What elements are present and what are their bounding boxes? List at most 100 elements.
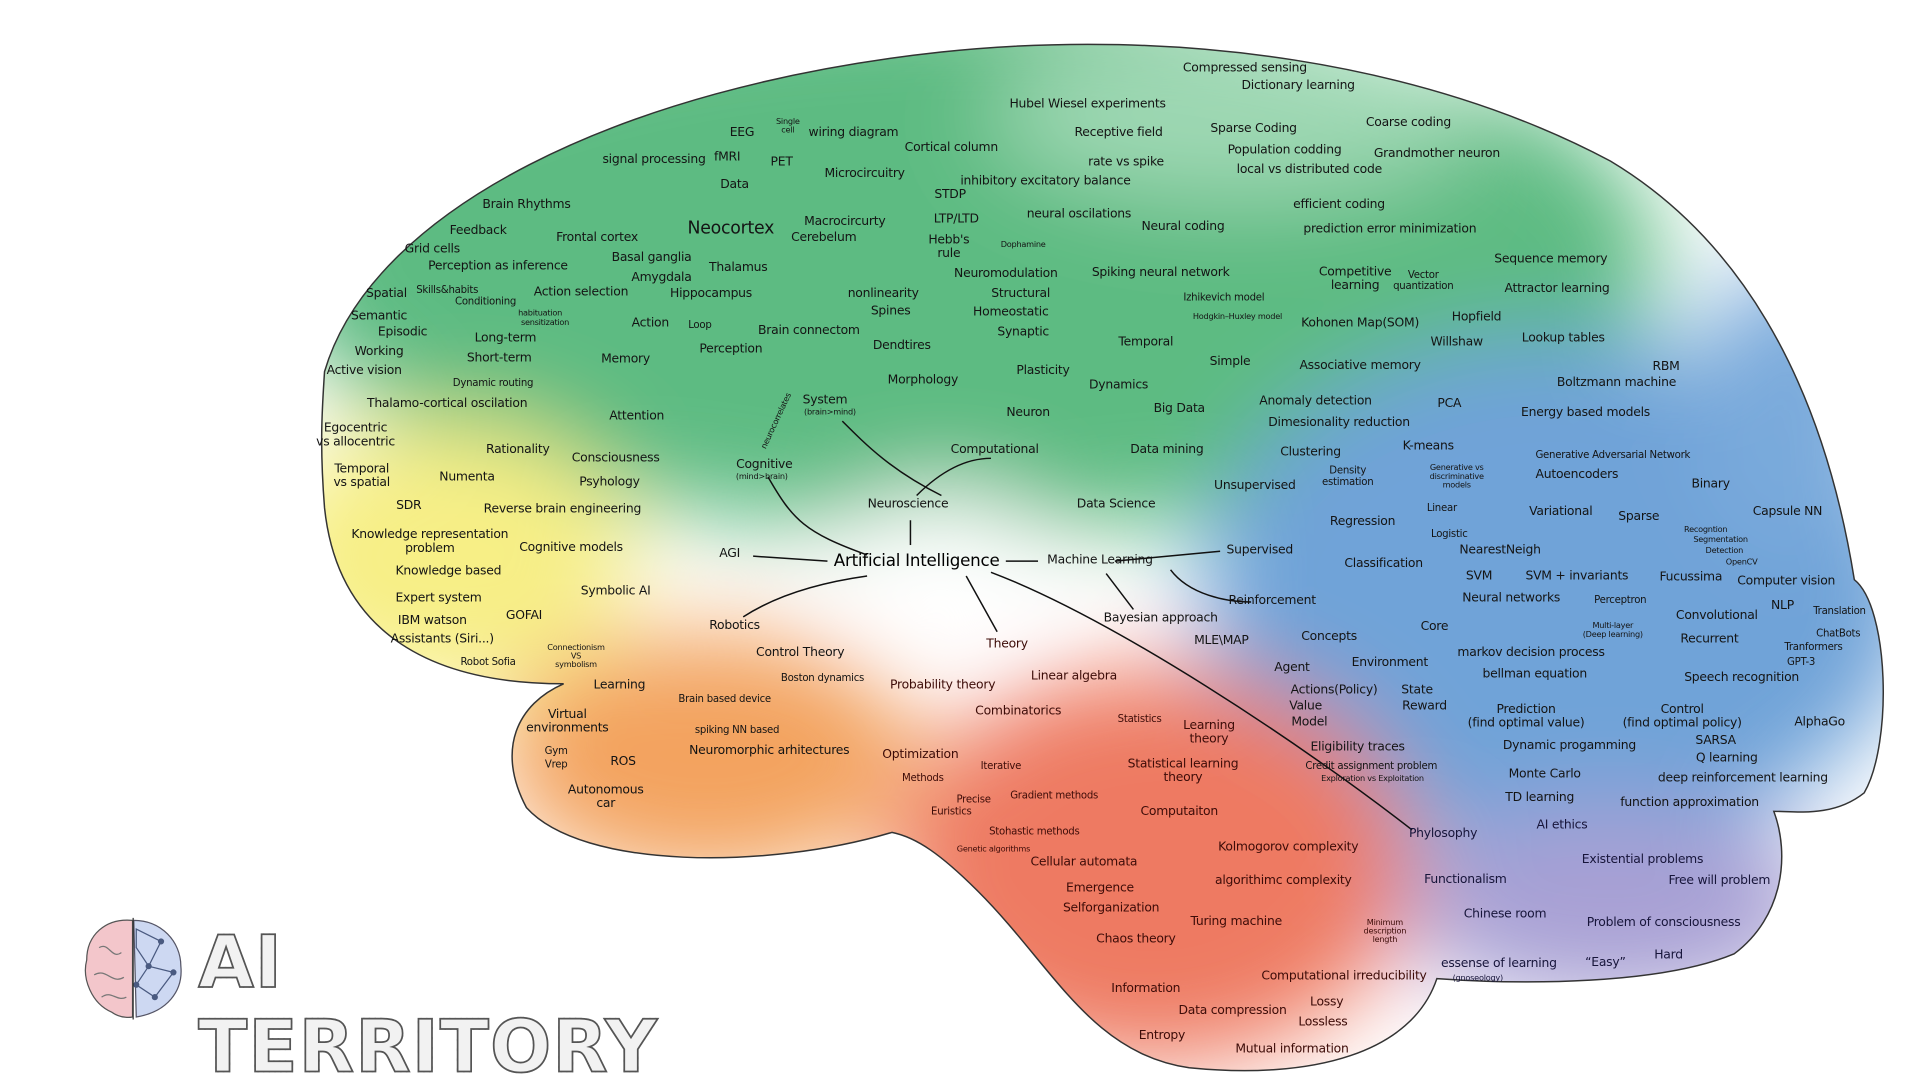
node-skills-habits[interactable]: Skills&habits — [416, 283, 479, 296]
node-recurrent[interactable]: Recurrent — [1680, 632, 1739, 647]
node-control-find-optimal-policy[interactable]: Control (find optimal policy) — [1622, 702, 1742, 730]
node-robot-sofia[interactable]: Robot Sofia — [460, 654, 516, 668]
node-frontal-cortex[interactable]: Frontal cortex — [556, 231, 639, 245]
node-dimesionality-reduction[interactable]: Dimesionality reduction — [1268, 415, 1410, 430]
node-combinatorics[interactable]: Combinatorics — [975, 704, 1062, 719]
node-microcircuitry[interactable]: Microcircuitry — [824, 166, 905, 181]
node-agi[interactable]: AGI — [719, 547, 740, 561]
node-short-term[interactable]: Short-term — [466, 351, 532, 366]
node-basal-ganglia[interactable]: Basal ganglia — [611, 251, 692, 265]
node-population-codding[interactable]: Population codding — [1227, 143, 1342, 158]
node-rate-vs-spike[interactable]: rate vs spike — [1088, 155, 1164, 170]
node-spiking-nn-based[interactable]: spiking NN based — [694, 723, 780, 736]
node-chaos-theory[interactable]: Chaos theory — [1096, 932, 1176, 947]
node-perception[interactable]: Perception — [699, 342, 763, 357]
node-brain-connectom[interactable]: Brain connectom — [758, 324, 860, 338]
node-psyhology[interactable]: Psyhology — [579, 475, 640, 489]
center-node-artificial-intelligence[interactable]: Artificial Intelligence — [833, 551, 1000, 571]
node-mle-map[interactable]: MLE\MAP — [1194, 633, 1249, 648]
node-ai-ethics[interactable]: AI ethics — [1536, 818, 1588, 833]
node-monte-carlo[interactable]: Monte Carlo — [1508, 767, 1581, 782]
node-lossless[interactable]: Lossless — [1298, 1015, 1348, 1030]
node-brain-based-device[interactable]: Brain based device — [678, 692, 771, 705]
node-inhibitory-excitatory-balance[interactable]: inhibitory excitatory balance — [960, 174, 1131, 188]
node-regression[interactable]: Regression — [1329, 514, 1396, 529]
node-methods[interactable]: Methods — [902, 771, 944, 784]
node-gradient-methods[interactable]: Gradient methods — [1010, 788, 1099, 802]
node-plasticity[interactable]: Plasticity — [1016, 363, 1070, 378]
node-vrep[interactable]: Vrep — [544, 757, 568, 771]
node-knowledge-representation-problem[interactable]: Knowledge representation problem — [351, 528, 509, 555]
node-pca[interactable]: PCA — [1437, 397, 1462, 411]
node-precise[interactable]: Precise — [956, 792, 991, 805]
node-associative-memory[interactable]: Associative memory — [1299, 358, 1421, 373]
node-stohastic-methods[interactable]: Stohastic methods — [989, 824, 1080, 837]
node-action[interactable]: Action — [631, 316, 670, 331]
node-neuromodulation[interactable]: Neuromodulation — [954, 267, 1058, 281]
node-mind-brain[interactable]: (mind>brain) — [735, 471, 788, 482]
node-dictionary-learning[interactable]: Dictionary learning — [1241, 78, 1356, 93]
node-genetic-algorithms[interactable]: Genetic algorithms — [956, 844, 1031, 855]
node-hopfield[interactable]: Hopfield — [1451, 310, 1502, 325]
node-euristics[interactable]: Euristics — [931, 804, 972, 818]
node-spines[interactable]: Spines — [870, 304, 911, 319]
node-essense-of-learning[interactable]: essense of learning — [1440, 957, 1557, 971]
node-exploration-vs-exploitation[interactable]: Exploration vs Exploitation — [1321, 773, 1424, 784]
node-kolmogorov-complexity[interactable]: Kolmogorov complexity — [1218, 840, 1359, 855]
node-macrocircurty[interactable]: Macrocircurty — [804, 215, 886, 229]
node-computational-irreducibility[interactable]: Computational irreducibility — [1261, 969, 1427, 984]
node-egocentric-vs-allocentric[interactable]: Egocentric vs allocentric — [316, 421, 395, 449]
node-state[interactable]: State — [1401, 683, 1433, 698]
node-statistics[interactable]: Statistics — [1117, 711, 1162, 725]
node-big-data[interactable]: Big Data — [1153, 402, 1206, 416]
node-easy[interactable]: “Easy” — [1585, 955, 1626, 970]
node-assistants-siri[interactable]: Assistants (Siri...) — [390, 632, 494, 647]
node-boltzmann-machine[interactable]: Boltzmann machine — [1556, 376, 1677, 390]
node-consciousness[interactable]: Consciousness — [571, 451, 660, 466]
node-cellular-automata[interactable]: Cellular automata — [1030, 855, 1138, 870]
node-td-learning[interactable]: TD learning — [1505, 791, 1575, 805]
node-ibm-watson[interactable]: IBM watson — [397, 614, 467, 628]
node-data-compression[interactable]: Data compression — [1178, 1004, 1287, 1018]
node-working[interactable]: Working — [354, 345, 404, 359]
node-stdp[interactable]: STDP — [934, 187, 966, 202]
node-brain-mind[interactable]: (brain>mind) — [804, 406, 856, 417]
node-algorithimc-complexity[interactable]: algorithimc complexity — [1214, 874, 1352, 888]
node-hard[interactable]: Hard — [1654, 948, 1683, 963]
node-loop[interactable]: Loop — [688, 317, 712, 331]
node-expert-system[interactable]: Expert system — [395, 591, 482, 606]
node-model[interactable]: Model — [1291, 715, 1328, 730]
node-tranformers[interactable]: Tranformers — [1784, 640, 1843, 653]
node-grid-cells[interactable]: Grid cells — [404, 242, 460, 257]
node-translation[interactable]: Translation — [1813, 604, 1866, 617]
node-computaiton[interactable]: Computaiton — [1140, 804, 1219, 819]
node-grandmother-neuron[interactable]: Grandmother neuron — [1373, 147, 1500, 161]
node-k-means[interactable]: K-means — [1402, 439, 1454, 454]
node-environment[interactable]: Environment — [1351, 656, 1429, 670]
node-unsupervised[interactable]: Unsupervised — [1214, 479, 1296, 493]
node-chatbots[interactable]: ChatBots — [1816, 626, 1861, 639]
node-neural-networks[interactable]: Neural networks — [1462, 591, 1561, 606]
node-multi-layer-deep-learning[interactable]: Multi-layer (Deep learning) — [1582, 620, 1643, 640]
node-lookup-tables[interactable]: Lookup tables — [1521, 331, 1605, 346]
node-sarsa[interactable]: SARSA — [1695, 734, 1736, 748]
node-binary[interactable]: Binary — [1691, 477, 1730, 492]
node-ltp-ltd[interactable]: LTP/LTD — [933, 212, 979, 227]
node-rationality[interactable]: Rationality — [485, 443, 550, 457]
node-concepts[interactable]: Concepts — [1301, 630, 1357, 644]
node-semantic[interactable]: Semantic — [350, 309, 408, 323]
node-linear[interactable]: Linear — [1426, 501, 1457, 514]
node-statistical-learning-theory[interactable]: Statistical learning theory — [1127, 757, 1239, 785]
node-nearestneigh[interactable]: NearestNeigh — [1459, 543, 1541, 558]
node-competitive-learning[interactable]: Competitive learning — [1318, 265, 1392, 293]
node-conditioning[interactable]: Conditioning — [455, 294, 517, 307]
node-bellman-equation[interactable]: bellman equation — [1482, 667, 1588, 681]
node-variational[interactable]: Variational — [1529, 505, 1593, 519]
node-reward[interactable]: Reward — [1402, 699, 1447, 714]
node-cognitive-models[interactable]: Cognitive models — [519, 541, 623, 555]
node-sequence-memory[interactable]: Sequence memory — [1494, 252, 1608, 267]
node-energy-based-models[interactable]: Energy based models — [1521, 405, 1651, 420]
node-hubel-wiesel-experiments[interactable]: Hubel Wiesel experiments — [1009, 97, 1166, 112]
node-knowledge-based[interactable]: Knowledge based — [395, 564, 502, 579]
node-iterative[interactable]: Iterative — [980, 758, 1022, 772]
